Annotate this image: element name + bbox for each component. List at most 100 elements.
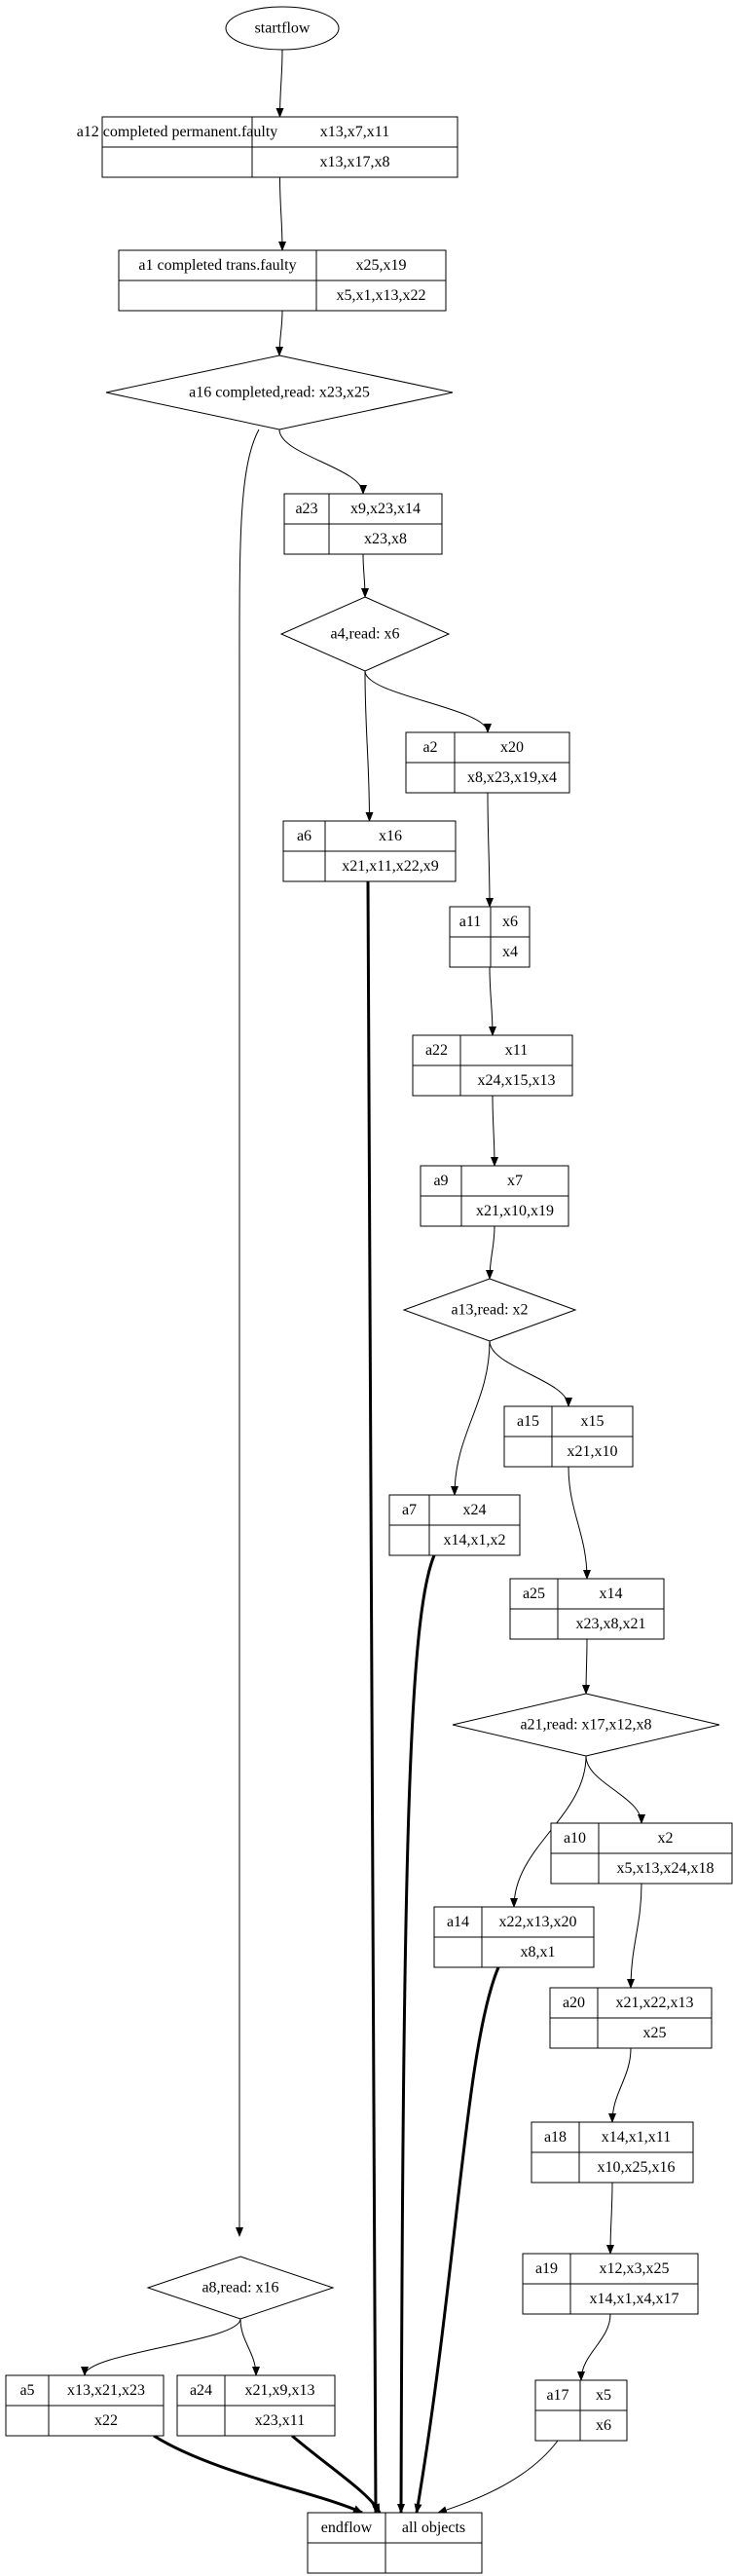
start-label: startflow	[255, 20, 311, 37]
node-writes: x25,x19	[356, 257, 407, 274]
node-writes: x5	[596, 2387, 611, 2404]
node-label: a6	[297, 828, 312, 844]
node-label: a7	[402, 1502, 417, 1518]
decision-label: a8,read: x16	[202, 2280, 278, 2296]
edge-a11-to-a22	[488, 966, 496, 1036]
decision-a21: a21,read: x17,x12,x8	[452, 1693, 720, 1757]
edge-a9-to-a13	[486, 1225, 495, 1280]
decision-label: a4,read: x6	[330, 626, 399, 643]
edge-a7-to-endflow	[397, 1554, 436, 2514]
node-label: a24	[190, 2382, 212, 2399]
edge-a6-to-endflow	[366, 880, 380, 2514]
node-reads: x6	[596, 2417, 611, 2434]
node-reads: x25	[643, 2025, 667, 2041]
node-label: a10	[564, 1830, 586, 1847]
edge-a21-to-a14	[510, 1755, 587, 1908]
edge-a14-to-endflow	[414, 1966, 500, 2514]
edge-a4-to-a6	[364, 670, 374, 822]
node-label: a9	[433, 1173, 448, 1189]
node-reads: x21,x10	[568, 1443, 618, 1460]
node-reads: x10,x25,x16	[598, 2159, 676, 2176]
decision-a13-diamond	[402, 1278, 577, 1342]
start-node: startflow	[225, 6, 340, 51]
node-reads: x8,x23,x19,x4	[467, 769, 557, 786]
node-writes: x14,x1,x11	[602, 2129, 671, 2146]
node-writes: x16	[379, 828, 402, 844]
end-label: endflow	[321, 2520, 373, 2536]
edge-a24-to-endflow	[291, 2434, 382, 2514]
node-writes: x9,x23,x14	[350, 501, 421, 517]
edge-a16-to-a8	[236, 429, 260, 2237]
node-writes: x21,x9,x13	[245, 2382, 315, 2399]
edge-a22-to-a9	[490, 1095, 498, 1167]
node-writes: x13,x7,x11	[320, 124, 389, 140]
edge-a19-to-a17	[577, 2313, 611, 2381]
edges	[81, 49, 645, 2515]
node-reads: x23,x8,x21	[576, 1616, 646, 1632]
edge-a2-to-a11	[485, 792, 494, 908]
node-reads: x23,x11	[255, 2412, 305, 2429]
node-label: a12 completed permanent.faulty	[77, 124, 278, 140]
node-writes: x12,x3,x25	[600, 2260, 670, 2277]
node-reads: x22	[94, 2412, 118, 2429]
node-a7: a7 x24 x14,x1,x2	[388, 1494, 521, 1556]
decision-label: a13,read: x2	[451, 1302, 528, 1319]
end-note: all objects	[402, 2520, 465, 2536]
edge-a13-to-a7	[451, 1340, 491, 1496]
node-a2: a2 x20 x8,x23,x19,x4	[405, 731, 570, 794]
node-label: a11	[459, 914, 482, 930]
decision-a8-diamond	[146, 2256, 335, 2320]
node-reads: x14,x1,x2	[444, 1532, 506, 1549]
node-writes: x22,x13,x20	[499, 1914, 577, 1930]
node-label: a15	[517, 1413, 539, 1430]
node-label: a23	[295, 501, 317, 517]
decision-a13: a13,read: x2	[402, 1278, 577, 1342]
edge-a8-to-a24	[239, 2318, 260, 2376]
node-label: a19	[535, 2260, 558, 2277]
node-label: a20	[563, 1995, 585, 2011]
edge-a10-to-a20	[627, 1883, 642, 1989]
edge-startflow-to-a12	[275, 49, 284, 118]
decision-a4: a4,read: x6	[279, 596, 451, 672]
edge-a8-to-a5	[81, 2318, 241, 2376]
node-a23: a23 x9,x23,x14 x23,x8	[283, 493, 443, 555]
node-reads: x21,x11,x22,x9	[342, 858, 438, 875]
node-reads: x23,x8	[364, 531, 407, 547]
node-writes: x20	[500, 739, 524, 756]
edge-a25-to-a21	[582, 1638, 591, 1695]
node-reads: x21,x10,x19	[476, 1203, 554, 1219]
node-label: a1 completed trans.faulty	[138, 257, 296, 274]
edge-a15-to-a25	[568, 1466, 591, 1580]
node-writes: x24	[463, 1502, 487, 1518]
node-label: a2	[422, 739, 437, 756]
node-reads: x5,x13,x24,x18	[617, 1860, 715, 1877]
node-reads: x13,x17,x8	[320, 154, 390, 170]
node-a15: a15 x15 x21,x10	[503, 1405, 634, 1468]
edge-a18-to-a19	[606, 2182, 615, 2255]
edge-a17-to-endflow	[437, 2440, 559, 2514]
node-a24: a24 x21,x9,x13 x23,x11	[176, 2374, 336, 2437]
decision-a8: a8,read: x16	[146, 2256, 335, 2320]
decision-a16: a16 completed,read: x23,x25	[105, 355, 454, 430]
node-writes: x7	[507, 1173, 523, 1189]
start-ellipse	[225, 6, 340, 51]
node-a9: a9 x7 x21,x10,x19	[420, 1165, 569, 1227]
node-a6: a6 x16 x21,x11,x22,x9	[282, 820, 457, 882]
node-writes: x11	[505, 1042, 528, 1059]
node-label: a22	[425, 1042, 448, 1059]
node-writes: x15	[581, 1413, 605, 1430]
node-writes: x6	[502, 914, 518, 930]
node-a12: a12 completed permanent.faulty x13,x7,x11…	[77, 116, 458, 178]
nodes: startflow a12 completed permanent.faulty x…	[5, 6, 733, 2574]
